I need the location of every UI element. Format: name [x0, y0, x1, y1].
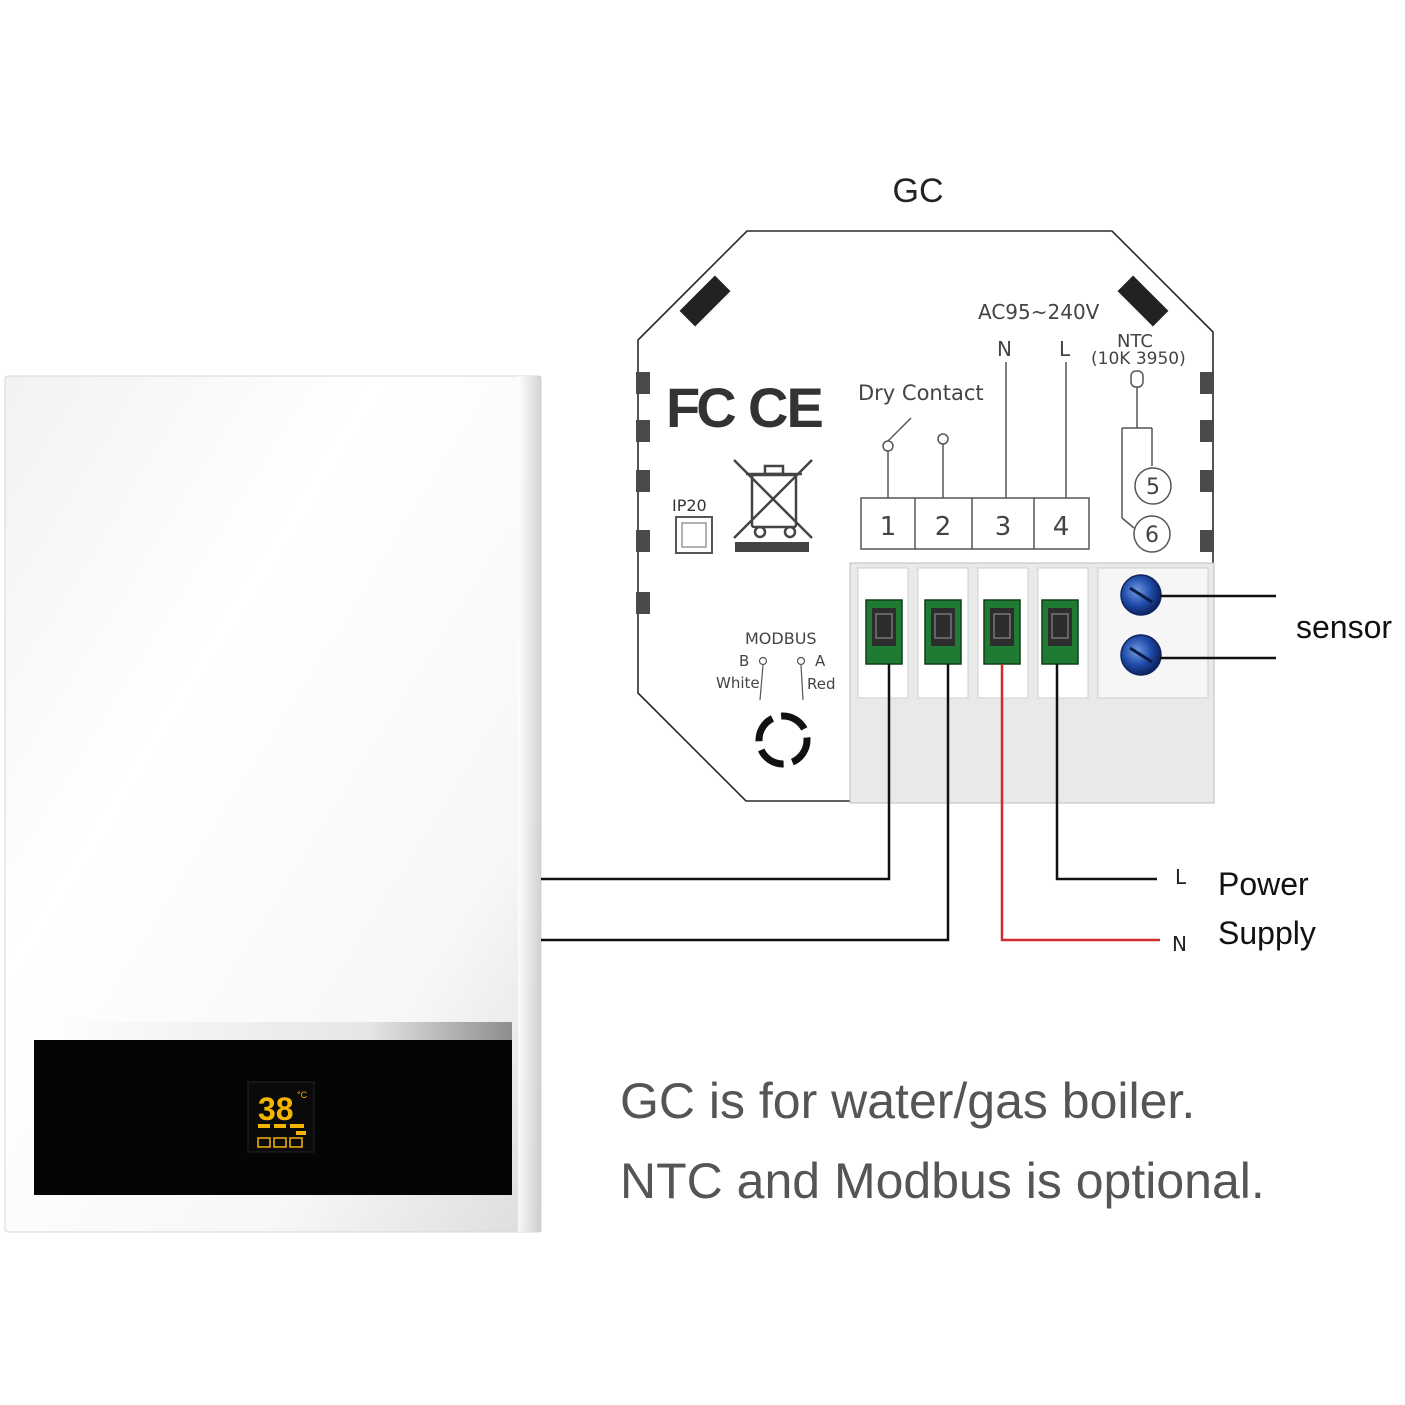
wire-neutral: [1000, 664, 1160, 942]
power-l-label: L: [1175, 865, 1187, 889]
ntc-spec-label: (10K 3950): [1091, 349, 1186, 369]
module-tab: [636, 372, 650, 394]
terminal-number-4: 4: [1053, 512, 1070, 542]
modbus-b-label: B: [739, 652, 749, 670]
wires: [541, 594, 1276, 942]
wire-terminal-1-to-boiler: [541, 664, 891, 881]
modbus-white-label: White: [716, 674, 760, 692]
modbus-label: MODBUS: [745, 629, 817, 648]
display-indicator: [290, 1124, 304, 1128]
ntc-label: NTC: [1117, 331, 1153, 352]
ip-rating-label: IP20: [672, 496, 707, 515]
boiler-unit: 38 °C: [4, 375, 542, 1233]
display-icon: [273, 1137, 287, 1148]
corner-slot: [679, 275, 731, 327]
display-icon: [289, 1137, 303, 1148]
fcc-mark: FC: [666, 376, 735, 439]
weee-bar: [735, 542, 809, 552]
sensor-label: sensor: [1296, 609, 1392, 645]
power-n-label: N: [1172, 932, 1187, 956]
ip-rating-box: [675, 516, 713, 554]
screw-terminal-2: [924, 599, 962, 665]
display-icon: [257, 1137, 271, 1148]
caption-line-1: GC is for water/gas boiler.: [620, 1073, 1196, 1129]
terminal-number-2: 2: [935, 512, 952, 542]
module-l-label: L: [1059, 337, 1071, 361]
module-tab: [636, 470, 650, 492]
module-tab: [636, 592, 650, 614]
screw-terminal-3: [983, 599, 1021, 665]
module-tab: [1200, 372, 1214, 394]
dry-contact-label: Dry Contact: [858, 381, 984, 405]
display-indicator: [274, 1124, 286, 1128]
terminal-number-strip: [860, 497, 1090, 550]
display-indicator: [296, 1131, 306, 1135]
modbus-port-icon: [755, 712, 811, 768]
module-tab: [1200, 420, 1214, 442]
module-tab: [636, 420, 650, 442]
wire-live: [1055, 664, 1157, 881]
screw-terminal-1: [865, 599, 903, 665]
voltage-label: AC95~240V: [978, 300, 1100, 324]
module-tab: [1200, 530, 1214, 552]
supply-label: Supply: [1218, 915, 1316, 951]
diagram-title: GC: [893, 172, 944, 210]
ntc-probe-icon: [1121, 370, 1172, 553]
dry-contact-switch-icon: [882, 417, 949, 498]
weee-bin-icon: [733, 459, 813, 539]
display-indicator: [258, 1124, 270, 1128]
screw-terminal-4: [1041, 599, 1079, 665]
ntc-terminal-5: 5: [1146, 475, 1160, 500]
modbus-red-label: Red: [807, 675, 836, 693]
boiler-display-unit: °C: [297, 1090, 308, 1100]
caption-line-2: NTC and Modbus is optional.: [620, 1153, 1265, 1209]
power-label: Power: [1218, 866, 1309, 902]
module-tab: [1200, 470, 1214, 492]
corner-slot: [1117, 275, 1169, 327]
ce-mark: CE: [748, 376, 822, 439]
terminal-number-1: 1: [880, 512, 897, 542]
modbus-a-label: A: [815, 652, 826, 670]
ip-rating-box: [681, 522, 707, 548]
terminal-number-3: 3: [995, 512, 1012, 542]
module-tab: [636, 530, 650, 552]
module-n-label: N: [997, 337, 1012, 361]
ntc-terminal-6: 6: [1145, 523, 1159, 548]
wire-terminal-2-to-boiler: [541, 664, 950, 942]
boiler-display-temp: 38: [258, 1091, 294, 1127]
thermostat-module: FC CE IP20 AC95~240V N L NTC (10K 3950): [636, 230, 1215, 804]
